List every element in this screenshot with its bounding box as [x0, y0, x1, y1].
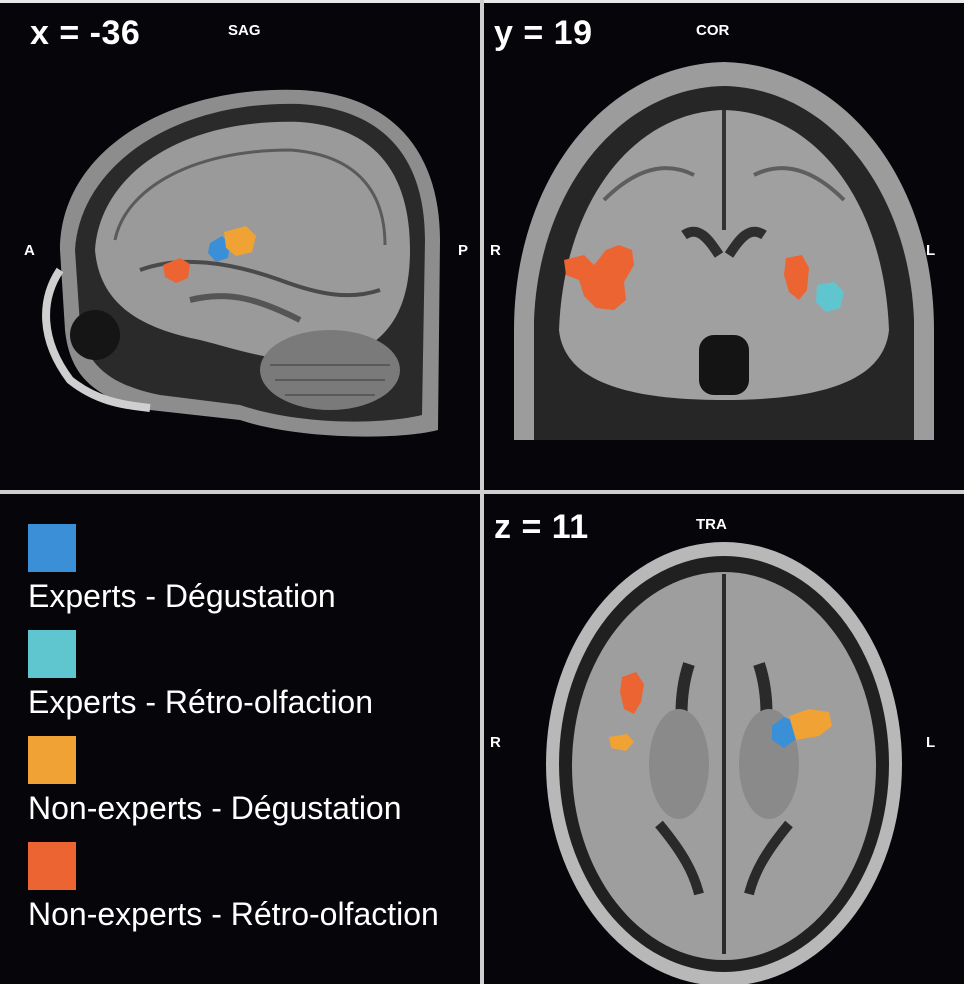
legend-item-experts-degustation: Experts - Dégustation — [28, 524, 336, 615]
transverse-view-label: TRA — [696, 516, 727, 533]
legend-label: Experts - Dégustation — [28, 578, 336, 614]
legend-swatch — [28, 524, 76, 572]
legend-swatch — [28, 842, 76, 890]
legend-swatch — [28, 630, 76, 678]
legend-label: Experts - Rétro-olfaction — [28, 684, 374, 720]
transverse-panel: z = 11 TRA R L — [484, 494, 964, 984]
legend-item-nonexperts-retro-olfaction: Non-experts - Rétro-olfaction — [28, 842, 439, 933]
sagittal-anterior-label: A — [24, 242, 35, 259]
coronal-left-label: L — [926, 242, 936, 259]
legend-swatch — [28, 736, 76, 784]
transverse-brain-image — [546, 542, 902, 984]
sagittal-panel: x = -36 SAG A P — [0, 0, 480, 490]
sagittal-brain-image — [42, 89, 440, 437]
sagittal-coordinate: x = -36 — [30, 14, 141, 52]
sagittal-posterior-label: P — [458, 242, 469, 259]
legend-label: Non-experts - Dégustation — [28, 790, 402, 826]
transverse-left-label: L — [926, 734, 936, 751]
coronal-coordinate: y = 19 — [494, 14, 593, 52]
legend-label: Non-experts - Rétro-olfaction — [28, 896, 439, 932]
coronal-panel: y = 19 COR R L — [484, 0, 964, 490]
panel-top-border — [484, 0, 964, 3]
sagittal-view-label: SAG — [228, 22, 261, 39]
transverse-right-label: R — [490, 734, 501, 751]
legend-item-experts-retro-olfaction: Experts - Rétro-olfaction — [28, 630, 373, 721]
coronal-right-label: R — [490, 242, 501, 259]
coronal-view-label: COR — [696, 22, 730, 39]
transverse-coordinate: z = 11 — [494, 508, 589, 546]
coronal-brain-image — [514, 62, 934, 440]
legend-panel: Experts - Dégustation Experts - Rétro-ol… — [0, 494, 480, 984]
panel-top-border — [0, 0, 480, 3]
legend-item-nonexperts-degustation: Non-experts - Dégustation — [28, 736, 402, 827]
